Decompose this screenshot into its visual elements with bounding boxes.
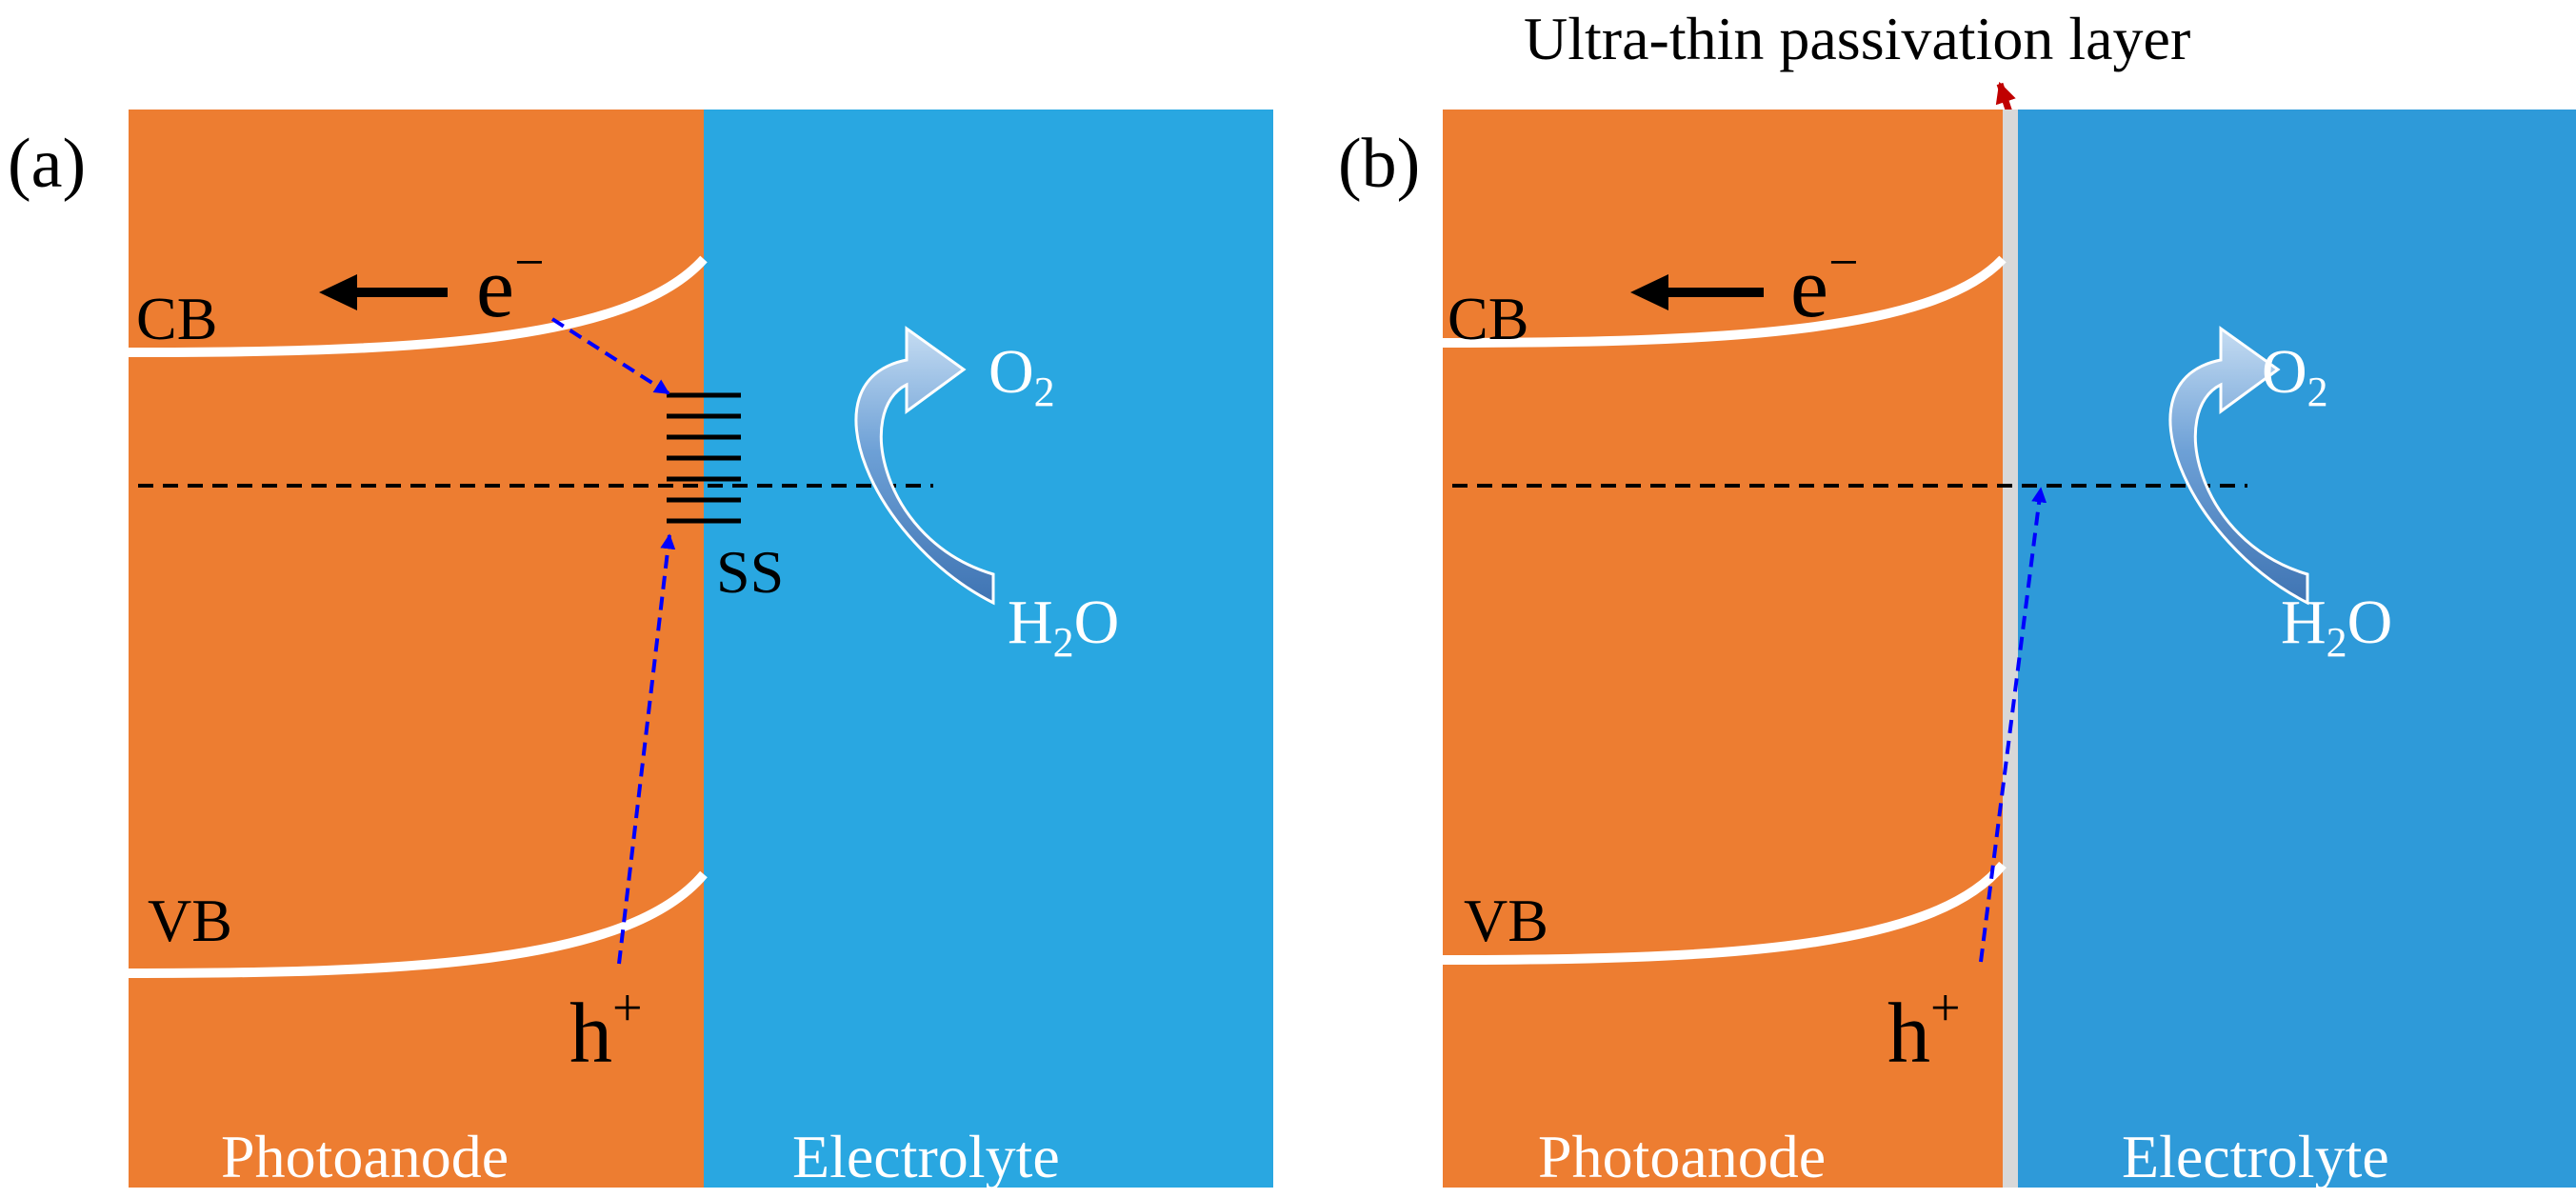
electrolyte-region <box>704 110 1273 1188</box>
surface-states-label: SS <box>716 538 784 606</box>
photoanode-label: Photoanode <box>1538 1123 1826 1190</box>
cb-label: CB <box>1448 285 1528 352</box>
vb-label: VB <box>148 887 232 954</box>
vb-label: VB <box>1464 887 1548 954</box>
electron-flow-arrowhead <box>319 274 357 310</box>
surface-states <box>667 392 741 524</box>
h2o-label: H2O <box>2281 588 2392 666</box>
cb-label: CB <box>136 285 217 352</box>
hole-label: h+ <box>1887 979 1961 1081</box>
electron-flow-arrowhead <box>1630 274 1668 310</box>
o2-label: O2 <box>988 337 1055 415</box>
panel-b: (b) CB VB e− h+ O2 H2O Photoanode Electr… <box>1338 110 2576 1190</box>
conduction-band-edge <box>1442 255 2007 348</box>
valence-band-edge <box>128 870 708 978</box>
panel-b-label: (b) <box>1338 125 1420 203</box>
water-oxidation-arrow <box>854 326 995 606</box>
o2-label: O2 <box>2262 337 2328 415</box>
hole-transfer-arrow <box>1979 487 2047 963</box>
panel-a: (a) CB VB e− SS h+ O2 <box>8 110 1273 1190</box>
panel-a-label: (a) <box>8 125 86 203</box>
passivation-layer <box>2003 110 2018 1188</box>
electrolyte-label: Electrolyte <box>792 1123 1060 1190</box>
electron-label: e− <box>1790 233 1859 335</box>
electron-trap-arrow <box>550 317 670 395</box>
electrolyte-label: Electrolyte <box>2122 1123 2389 1190</box>
hole-label: h+ <box>569 979 643 1081</box>
photoanode-label: Photoanode <box>221 1123 509 1190</box>
hole-transfer-arrow <box>617 533 676 965</box>
conduction-band-edge <box>128 255 708 357</box>
water-oxidation-arrow <box>2168 326 2309 606</box>
electron-label: e− <box>476 233 545 335</box>
valence-band-edge <box>1442 861 2007 965</box>
passivation-layer-label: Ultra-thin passivation layer <box>1524 5 2190 72</box>
h2o-label: H2O <box>1008 588 1119 666</box>
electrolyte-region <box>2018 110 2576 1188</box>
